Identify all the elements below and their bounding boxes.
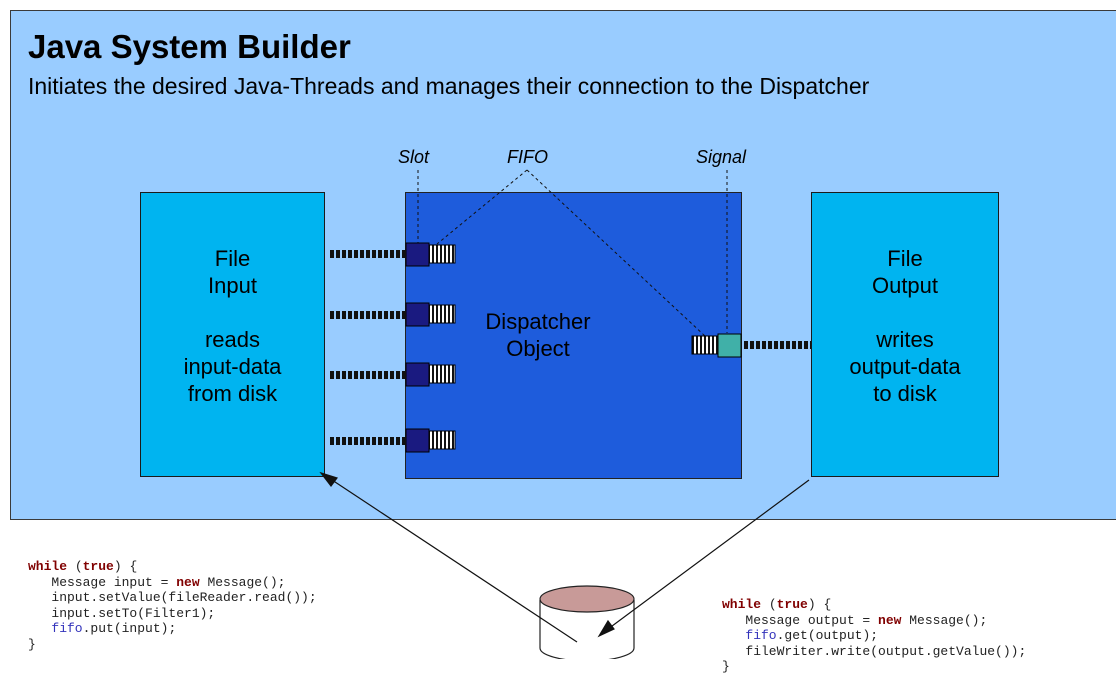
file-output-line1: File <box>887 246 923 271</box>
keyword: new <box>878 612 902 628</box>
slot-callout: Slot <box>398 147 430 167</box>
code-text: ) { <box>113 559 138 574</box>
code-text: .get(output); <box>776 628 879 643</box>
chain-connector-2 <box>329 311 405 319</box>
chain-connector-1 <box>329 250 405 258</box>
file-output-box: File Output writes output-data to disk <box>811 192 999 477</box>
code-line: fifo.get(output); <box>722 628 1026 644</box>
keyword: true <box>82 559 114 574</box>
code-line: input.setValue(fileReader.read()); <box>28 590 317 605</box>
dispatcher-label: Dispatcher Object <box>463 308 613 362</box>
disk-icon <box>539 585 635 659</box>
file-input-line4: input-data <box>183 354 282 379</box>
fifo-callout: FIFO <box>507 147 548 167</box>
slot-2 <box>405 302 430 327</box>
code-line: fileWriter.write(output.getValue()); <box>722 643 1027 659</box>
write-arrow-head <box>597 619 615 638</box>
code-text: ( <box>67 559 83 574</box>
code-line: Message output = new Message(); <box>722 613 1026 629</box>
code-text: Message input = <box>28 574 177 590</box>
slot-1 <box>405 242 430 267</box>
arrows <box>319 471 810 643</box>
input-thread-code: while (true) { Message input = new Messa… <box>28 559 317 652</box>
file-output-line3: writes <box>876 327 934 352</box>
output-fifo <box>691 335 719 355</box>
diagram-title: Java System Builder <box>28 28 351 65</box>
fifo-1 <box>428 244 456 264</box>
diagram-overlay <box>319 169 811 659</box>
dispatcher-object-box <box>405 192 742 479</box>
dispatcher-line2: Object <box>506 336 570 361</box>
write-arrow-line <box>603 479 810 633</box>
signal-callout: Signal <box>696 147 747 167</box>
fifo-callout-line-2 <box>526 169 706 337</box>
fifo-callout-line-1 <box>436 169 528 245</box>
read-arrow-line <box>325 475 578 643</box>
chain-connector-4 <box>329 437 405 445</box>
code-line: } <box>722 659 730 674</box>
code-text: .put(input); <box>82 621 177 636</box>
code-line: input.setTo(Filter1); <box>28 605 216 621</box>
code-text: Message(); <box>199 574 286 590</box>
fifo-4 <box>428 430 456 450</box>
callout-lines <box>417 169 728 337</box>
file-input-line3: reads <box>204 327 261 352</box>
keyword: true <box>776 597 808 612</box>
code-line: Message input = new Message(); <box>28 575 317 591</box>
keyword: while <box>722 597 762 612</box>
signal-port <box>717 333 742 358</box>
file-output-line4: output-data <box>849 354 961 379</box>
output-thread-code: while (true) { Message output = new Mess… <box>722 597 1026 675</box>
fifo-reference: fifo <box>745 628 777 643</box>
fifo-3 <box>428 364 456 384</box>
file-input-line5: from disk <box>187 381 278 406</box>
input-connectors <box>329 242 456 453</box>
diagram-subtitle: Initiates the desired Java-Threads and m… <box>28 73 870 99</box>
chain-connector-3 <box>329 371 405 379</box>
slot-4 <box>405 428 430 453</box>
code-line: } <box>28 636 36 652</box>
file-input-box: File Input reads input-data from disk <box>140 192 325 477</box>
code-line: while (true) { <box>28 559 317 575</box>
file-input-line2: Input <box>208 273 257 298</box>
dispatcher-line1: Dispatcher <box>485 309 591 334</box>
output-connector <box>691 333 811 358</box>
file-output-line2: Output <box>871 273 939 298</box>
code-text: Message output = <box>722 612 879 628</box>
fifo-2 <box>428 304 456 324</box>
code-text: ) { <box>807 597 832 612</box>
code-text: ( <box>761 597 777 612</box>
code-indent <box>28 621 51 636</box>
chain-connector-out <box>742 341 811 349</box>
file-output-line5: to disk <box>873 381 937 406</box>
keyword: new <box>176 574 200 590</box>
code-indent <box>722 628 745 643</box>
file-input-line1: File <box>214 246 251 271</box>
code-text: Message(); <box>901 612 988 628</box>
read-arrow-head <box>319 471 338 487</box>
keyword: while <box>28 559 68 574</box>
code-line: fifo.put(input); <box>28 621 317 637</box>
fifo-reference: fifo <box>51 621 83 636</box>
slot-3 <box>405 362 430 387</box>
code-line: while (true) { <box>722 597 1026 613</box>
